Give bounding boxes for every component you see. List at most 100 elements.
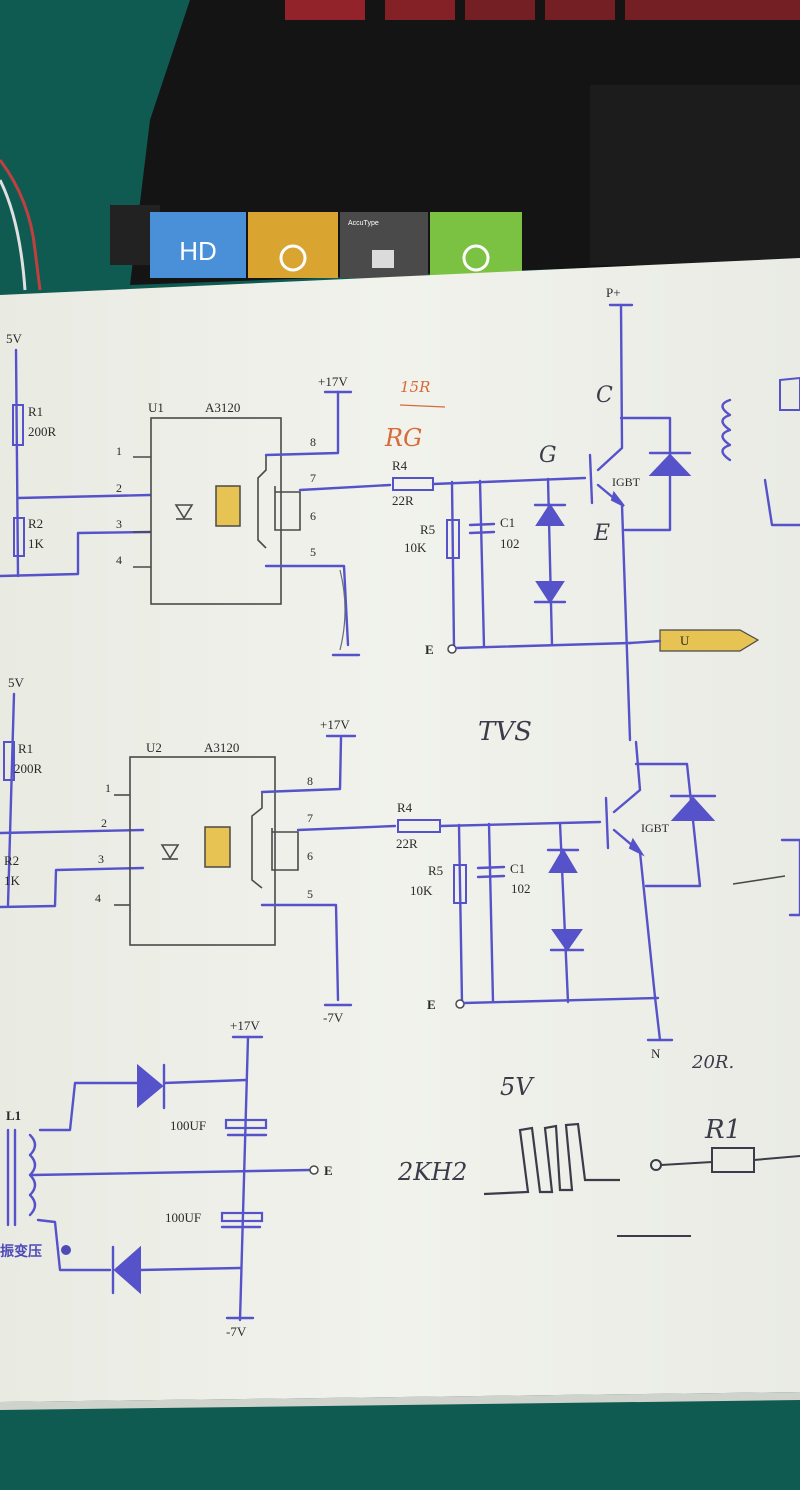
isolation-shield-2 bbox=[204, 826, 231, 868]
wire bbox=[6, 692, 16, 907]
cable-icon bbox=[0, 179, 27, 291]
terminal-e-bottom bbox=[455, 999, 465, 1009]
rectifier-diode-icon bbox=[137, 1063, 164, 1109]
gate-wire bbox=[438, 820, 602, 828]
wire bbox=[38, 1081, 140, 1132]
u1-pin7: 7 bbox=[310, 471, 316, 485]
hand-ohm: 20R. bbox=[691, 1052, 734, 1073]
wire bbox=[296, 824, 397, 832]
key-light bbox=[545, 0, 615, 20]
wire bbox=[628, 639, 662, 645]
paper-sheet bbox=[0, 258, 800, 1402]
u1-pin4: 4 bbox=[116, 553, 122, 567]
supply-17v-label-2: +17V bbox=[320, 717, 350, 732]
u1-pin1: 1 bbox=[116, 444, 122, 458]
c1-value-2: 102 bbox=[511, 881, 531, 896]
igbt-bottom-label: IGBT bbox=[641, 821, 670, 835]
hand-e: E bbox=[593, 521, 610, 546]
key-light bbox=[385, 0, 455, 20]
u1-pin8: 8 bbox=[310, 435, 316, 449]
r4-value: 22R bbox=[392, 493, 414, 508]
u2-pin1: 1 bbox=[105, 781, 111, 795]
wire bbox=[138, 1266, 242, 1272]
camera-icon bbox=[279, 244, 307, 272]
u1-pin5: 5 bbox=[310, 545, 316, 559]
wire bbox=[450, 480, 456, 650]
wire bbox=[14, 348, 20, 578]
r1-value: 200R bbox=[28, 424, 57, 439]
freewheel-diode-icon bbox=[670, 796, 716, 821]
hand-underline bbox=[399, 404, 446, 408]
supply-neg7v-label-2: -7V bbox=[323, 1010, 344, 1025]
wire bbox=[0, 828, 145, 835]
hand-tvs: TVS bbox=[478, 717, 532, 747]
resistor-r1 bbox=[12, 404, 24, 446]
wire bbox=[487, 822, 495, 1004]
u1-part: A3120 bbox=[205, 400, 240, 415]
freewheel-wire bbox=[634, 762, 702, 888]
tvs-diode-icon bbox=[535, 581, 565, 604]
supply-5v-label: 5V bbox=[6, 331, 23, 346]
output-transistor-icon bbox=[251, 793, 263, 889]
cap-top-value: 100UF bbox=[170, 1118, 206, 1133]
wire bbox=[36, 1218, 112, 1272]
capacitor-c1 bbox=[468, 530, 496, 535]
cap-bottom-value: 100UF bbox=[165, 1210, 201, 1225]
r2-name: R2 bbox=[28, 516, 43, 531]
capacitor-100uf-bottom bbox=[220, 1211, 264, 1223]
tvs-diode-icon bbox=[551, 929, 583, 952]
wire bbox=[162, 1078, 248, 1085]
key-light bbox=[465, 0, 535, 20]
c1-value: 102 bbox=[500, 536, 520, 551]
emitter-rail bbox=[462, 996, 660, 1005]
r1-name: R1 bbox=[28, 404, 43, 419]
u1-pin3: 3 bbox=[116, 517, 122, 531]
capacitor-c1-2 bbox=[476, 865, 506, 870]
hand-wire bbox=[753, 1155, 800, 1161]
transformer-coil-icon bbox=[28, 1133, 37, 1217]
driver-stage-top: 5V R1 200R R2 1K U1 A3120 1 2 3 4 8 7 6 … bbox=[0, 285, 760, 742]
igbt-gate bbox=[588, 453, 594, 505]
supply-neg7v-label-3: -7V bbox=[226, 1324, 247, 1339]
hand-5v: 5V bbox=[500, 1073, 535, 1101]
u1-pin6: 6 bbox=[310, 509, 316, 523]
wire bbox=[264, 564, 350, 647]
r4-name-2: R4 bbox=[397, 800, 413, 815]
wire bbox=[0, 530, 152, 578]
c1-name-2: C1 bbox=[510, 861, 525, 876]
igbt-collector bbox=[612, 740, 642, 814]
hand-freq: 2KH2 bbox=[397, 1158, 467, 1186]
resistor-r1-2 bbox=[3, 741, 15, 781]
hand-rg: RG bbox=[384, 424, 422, 452]
wire bbox=[780, 838, 800, 917]
tvs-diode-icon bbox=[535, 503, 565, 526]
u2-pin2: 2 bbox=[101, 816, 107, 830]
capacitor-c1 bbox=[468, 522, 496, 527]
wire bbox=[478, 479, 486, 649]
terminal-e-supply bbox=[309, 1165, 319, 1175]
supply-vertical bbox=[238, 1035, 250, 1322]
emitter-rail bbox=[454, 641, 632, 650]
transformer-dot bbox=[61, 1245, 71, 1255]
r5-name: R5 bbox=[420, 522, 435, 537]
driver-stage-bottom: 5V R1 200R R2 1K U2 A3120 1 2 3 4 8 7 6 … bbox=[0, 675, 717, 1061]
center-tap-wire bbox=[30, 1168, 312, 1177]
transformer-label: 振变压 bbox=[0, 1243, 42, 1260]
optocoupler-u2 bbox=[129, 756, 276, 946]
e-supply-label: E bbox=[324, 1163, 333, 1178]
output-transistor-icon bbox=[257, 455, 267, 549]
igbt-gate bbox=[604, 796, 610, 850]
output-u-tag bbox=[659, 629, 760, 652]
arrow-line bbox=[732, 875, 786, 885]
freewheel-diode-icon bbox=[648, 453, 692, 476]
resistor-r5 bbox=[446, 519, 460, 559]
capacitor-100uf-top bbox=[224, 1118, 268, 1130]
r5-name-2: R5 bbox=[428, 863, 443, 878]
capacitor-c1-2 bbox=[476, 874, 506, 879]
igbt-arrow-icon bbox=[610, 490, 625, 507]
resistor-r2 bbox=[13, 517, 25, 557]
refresh-icon bbox=[462, 244, 490, 272]
wire bbox=[457, 823, 464, 1005]
e-terminal-label-top: E bbox=[425, 642, 434, 657]
